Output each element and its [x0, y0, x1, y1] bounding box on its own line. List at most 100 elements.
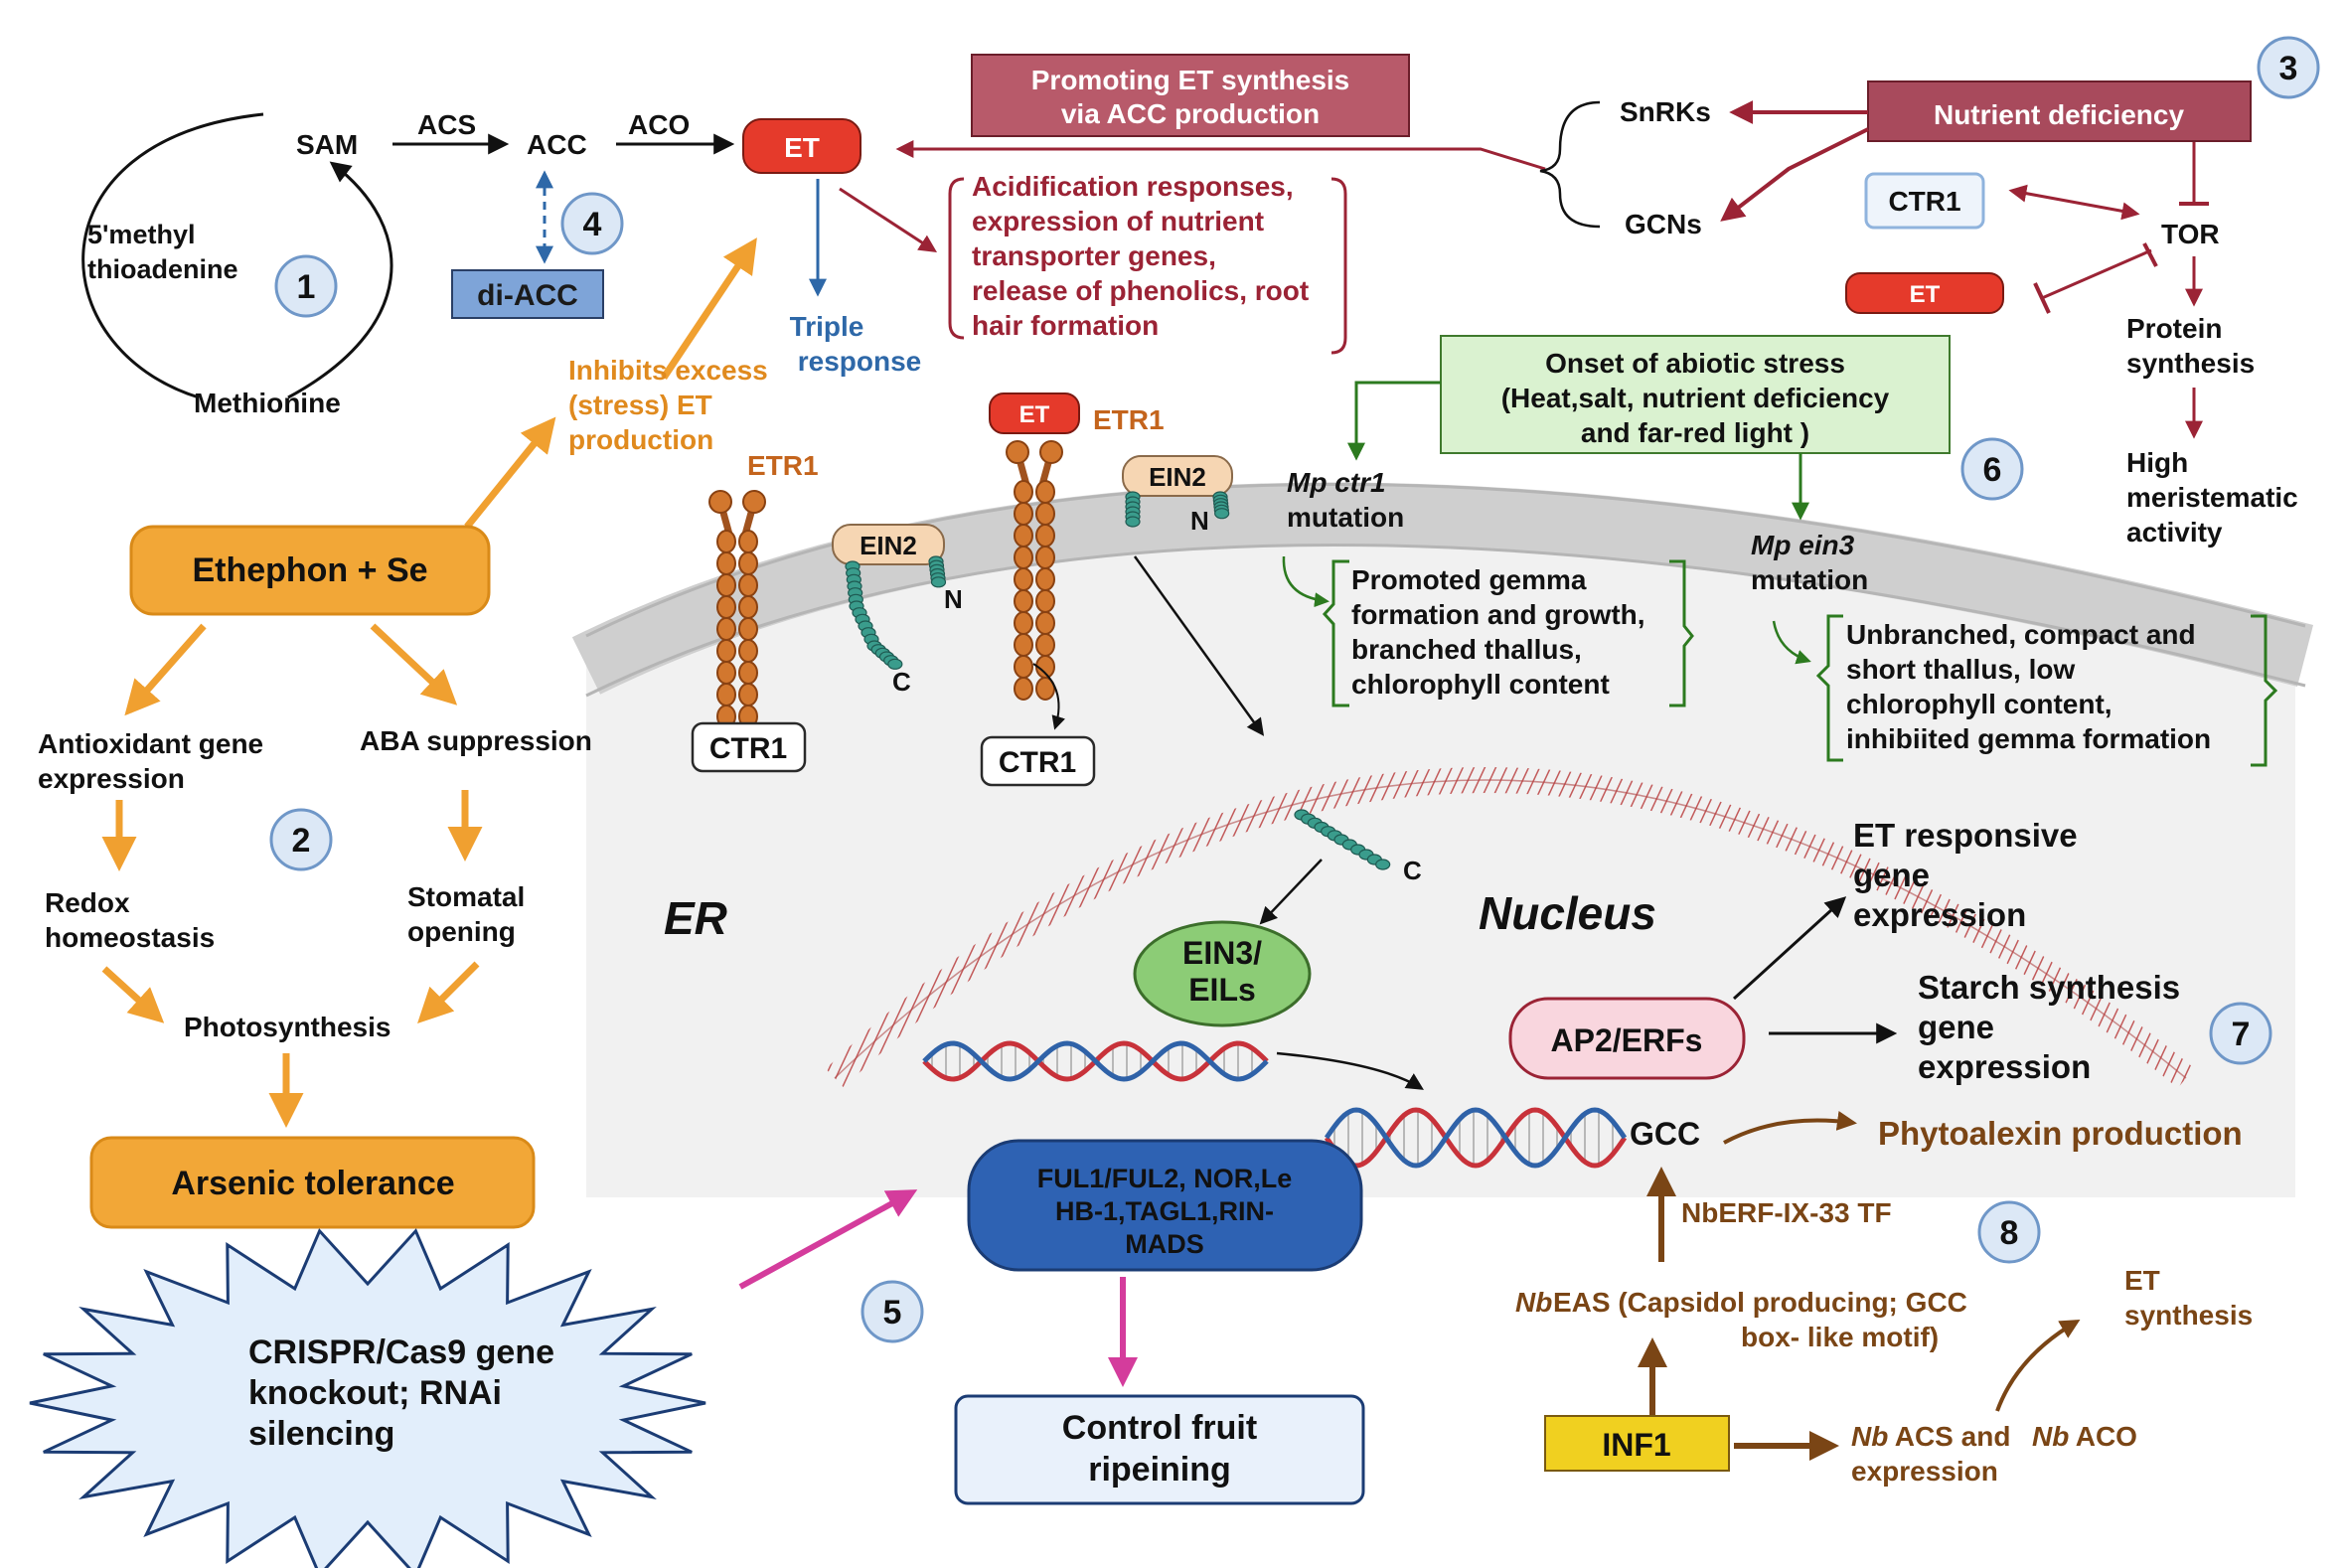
etr1-receptor-left [708, 490, 766, 750]
er-membrane [571, 482, 2314, 695]
aco-label: ACO [628, 109, 690, 140]
c-nuclear-label: C [1403, 856, 1422, 885]
n-left-label: N [944, 584, 963, 614]
ein3-mut-label-2: mutation [1751, 564, 1868, 595]
promoting-box [971, 54, 1410, 137]
step-badge-4 [560, 192, 624, 255]
nb-acs-italic: Nb [1851, 1421, 1888, 1452]
et-syn-label-2: synthesis [2124, 1300, 2253, 1331]
eas-line-2: box- like motif) [1741, 1322, 1939, 1352]
ful-box [967, 1139, 1363, 1272]
promoting-line-1: Promoting ET synthesis [1031, 65, 1350, 95]
starch-label-2: gene [1918, 1009, 1994, 1045]
step-badge-5 [861, 1280, 924, 1343]
step-badge-label: 5 [883, 1294, 902, 1332]
promoted-line-2: formation and growth, [1351, 599, 1645, 630]
nb-aco-italic: Nb [2032, 1421, 2069, 1452]
ein3-label-2: EILs [1188, 972, 1256, 1008]
et-to-acidification-arrow [839, 187, 938, 252]
step-badge-3 [2257, 36, 2320, 99]
stress-line-3: and far-red light ) [1581, 417, 1809, 448]
protein-label: Protein [2126, 313, 2222, 344]
ctr1-box-left [691, 721, 807, 773]
triple-label-2: response [798, 346, 922, 377]
et-resp-label-2: gene [1853, 857, 1930, 893]
step-badge-label: 1 [297, 268, 316, 306]
et-syn-label: ET [2124, 1265, 2160, 1296]
step-badge-label: 2 [292, 822, 311, 860]
stomatal-label-2: opening [407, 916, 516, 947]
crispr-line-2: knockout; RNAi [248, 1374, 502, 1412]
ethephon-box [129, 525, 491, 616]
promoting-line-2: via ACC production [1061, 98, 1320, 129]
unbranched-line-1: Unbranched, compact and [1846, 619, 2196, 650]
ein2-right [1122, 455, 1233, 497]
antiox-label: Antioxidant gene [38, 728, 263, 759]
inhibits-label-3: production [568, 424, 713, 455]
step-badge-6 [1960, 437, 2024, 501]
triple-label: Triple [790, 311, 864, 342]
cycle-arc-left [81, 112, 264, 399]
ein3-eils-node [1133, 920, 1312, 1027]
photosynthesis-label: Photosynthesis [184, 1012, 391, 1042]
crispr-line-3: silencing [248, 1415, 394, 1453]
et-node-main [742, 118, 861, 174]
inhibits-arrow [661, 237, 757, 380]
et-main-label: ET [784, 132, 820, 163]
eas-line-1: EAS (Capsidol producing; GCC [1553, 1287, 1967, 1318]
gcns-label: GCNs [1625, 209, 1702, 239]
acs-label: ACS [417, 109, 476, 140]
ein2-right-label: EIN2 [1149, 462, 1206, 492]
ein3-mut-label: Mp ein3 [1751, 530, 1855, 560]
control-ripening-box [954, 1394, 1365, 1505]
ap2-label: AP2/ERFs [1551, 1022, 1703, 1058]
methionine-label: Methionine [194, 388, 341, 418]
ctr1-box-right [1864, 172, 1985, 230]
phytoalexin-label: Phytoalexin production [1878, 1115, 2243, 1152]
inhibits-label-2: (stress) ET [568, 390, 712, 420]
promoted-line-3: branched thallus, [1351, 634, 1582, 665]
nucleus-label: Nucleus [1479, 887, 1656, 939]
stress-box [1440, 335, 1951, 454]
redox-label-2: homeostasis [45, 922, 215, 953]
acid-line-3: transporter genes, [972, 240, 1216, 271]
ctr1-mid-label: CTR1 [999, 746, 1076, 779]
promoted-line-1: Promoted gemma [1351, 564, 1587, 595]
tor-label: TOR [2161, 219, 2220, 249]
eas-italic: Nb [1515, 1287, 1552, 1318]
meristem-label-3: activity [2126, 517, 2223, 548]
step-badge-7 [2209, 1002, 2272, 1065]
ctr1-mut-label-2: mutation [1287, 502, 1404, 533]
nutrient-to-et-arrow [895, 140, 1546, 171]
di-acc-label: di-ACC [477, 279, 578, 312]
et-right-label: ET [1910, 281, 1941, 308]
acc-label: ACC [527, 129, 587, 160]
ein3-label: EIN3/ [1182, 935, 1262, 971]
c-left-label: C [892, 667, 911, 697]
inf1-box [1544, 1415, 1730, 1472]
promoted-line-4: chlorophyll content [1351, 669, 1610, 700]
control-line-2: ripeining [1088, 1451, 1231, 1489]
et-resp-label-3: expression [1853, 896, 2026, 933]
expression-label: expression [1851, 1456, 1998, 1487]
et-resp-label: ET responsive [1853, 817, 2078, 854]
ap2-erfs-box [1508, 997, 1746, 1080]
stress-line-2: (Heat,salt, nutrient deficiency [1501, 383, 1890, 413]
gcc-label: GCC [1630, 1116, 1700, 1152]
dna-helix-right [1324, 1107, 1628, 1169]
step-badge-label: 6 [1983, 451, 2002, 489]
inhibits-label: Inhibits excess [568, 355, 768, 386]
dna-helix-left [922, 1040, 1269, 1082]
stomatal-label: Stomatal [407, 881, 525, 912]
ctr1-mut-label: Mp ctr1 [1287, 467, 1386, 498]
step-badge-1 [274, 254, 338, 318]
step-badge-label: 8 [2000, 1214, 2019, 1252]
mta-label-2: thioadenine [87, 254, 238, 284]
step-badge-2 [269, 808, 333, 871]
mta-label: 5'methyl [87, 220, 195, 249]
nutrient-label: Nutrient deficiency [1934, 99, 2184, 130]
step-badge-8 [1977, 1200, 2041, 1264]
aco-expr-label: ACO [2069, 1421, 2137, 1452]
ein2-left-label: EIN2 [860, 531, 917, 560]
